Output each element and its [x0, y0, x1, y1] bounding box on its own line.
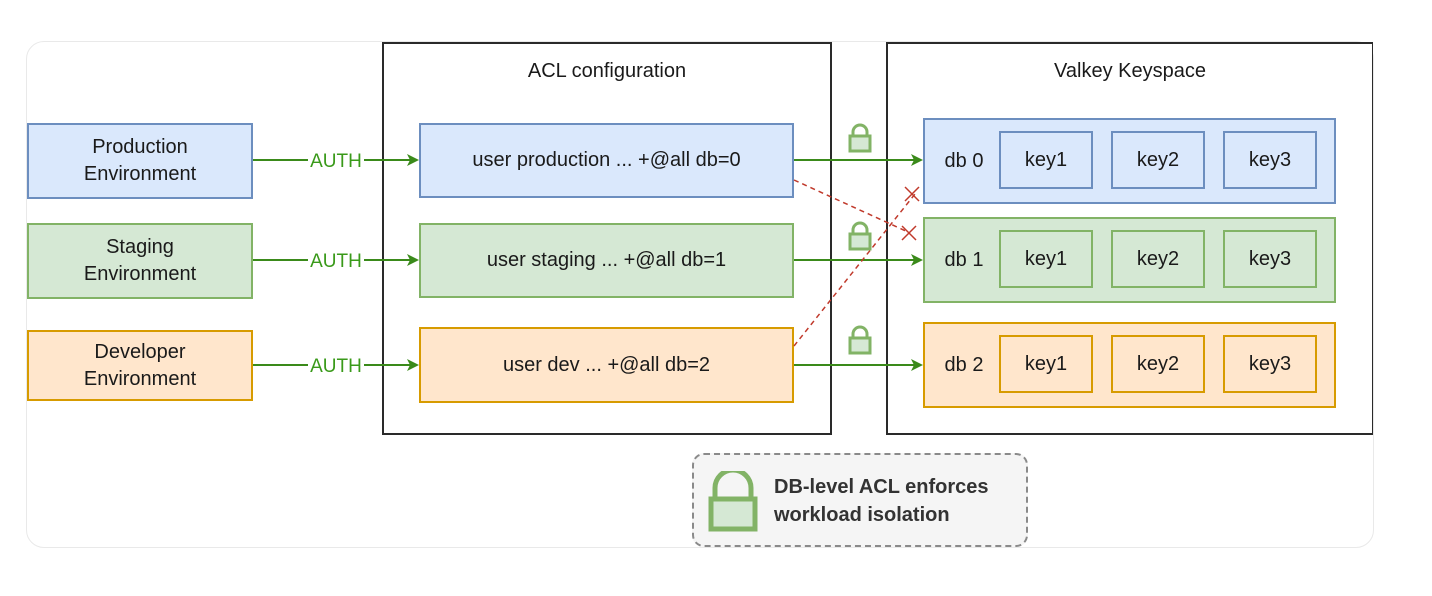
env-developer-label: Developer Environment [83, 340, 197, 390]
auth-label-developer: AUTH [310, 356, 362, 377]
acl-rule-dev-text: user dev ... +@all db=2 [502, 353, 711, 376]
db-0-key2: key2 [1111, 131, 1205, 189]
acl-rule-dev: user dev ... +@all db=2 [419, 327, 794, 403]
db-1-key2: key2 [1111, 230, 1205, 288]
env-developer-box: Developer Environment [27, 330, 253, 401]
db-0-key1: key1 [999, 131, 1093, 189]
db-0-row: db 0 key1 key2 key3 [923, 118, 1336, 204]
deny-path-dev-db0 [793, 193, 916, 347]
lock-icon [848, 221, 872, 251]
lock-icon [848, 325, 872, 355]
deny-x-mark-db0 [904, 186, 920, 202]
lock-icon [848, 123, 872, 153]
env-staging-label: Staging Environment [83, 236, 197, 285]
deny-path-production-db1 [793, 179, 909, 233]
db-2-key3: key3 [1223, 335, 1317, 393]
db-1-key3: key3 [1223, 230, 1317, 288]
db-2-row: db 2 key1 key2 key3 [923, 322, 1336, 408]
db-0-key3: key3 [1223, 131, 1317, 189]
db-2-key2: key2 [1111, 335, 1205, 393]
db-0-label: db 0 [944, 149, 984, 172]
acl-rule-production-text: user production ... +@all db=0 [472, 149, 741, 171]
deny-x-mark-db1 [901, 225, 917, 241]
acl-rule-staging: user staging ... +@all db=1 [419, 223, 794, 298]
db-2-label: db 2 [944, 353, 984, 376]
auth-arrow-production: AUTH [253, 148, 419, 172]
auth-arrow-developer: AUTH [253, 353, 419, 377]
auth-arrow-staging: AUTH [253, 248, 419, 272]
db-1-key1: key1 [999, 230, 1093, 288]
auth-label-staging: AUTH [310, 251, 362, 272]
db-1-row: db 1 key1 key2 key3 [923, 217, 1336, 303]
acl-panel-title: ACL configuration [527, 60, 687, 82]
acl-rule-production: user production ... +@all db=0 [419, 123, 794, 198]
keyspace-panel-title: Valkey Keyspace [1054, 60, 1206, 82]
env-production-label: Production Environment [83, 136, 197, 185]
legend-note: DB-level ACL enforces workload isolation [692, 453, 1028, 547]
env-production-box: Production Environment [27, 123, 253, 199]
env-staging-box: Staging Environment [27, 223, 253, 299]
db-2-key1: key1 [999, 335, 1093, 393]
auth-label-production: AUTH [310, 151, 362, 172]
db-1-label: db 1 [944, 248, 984, 271]
acl-rule-staging-text: user staging ... +@all db=1 [486, 249, 727, 271]
lock-icon [708, 471, 758, 532]
legend-text: DB-level ACL enforces workload isolation [774, 476, 989, 526]
